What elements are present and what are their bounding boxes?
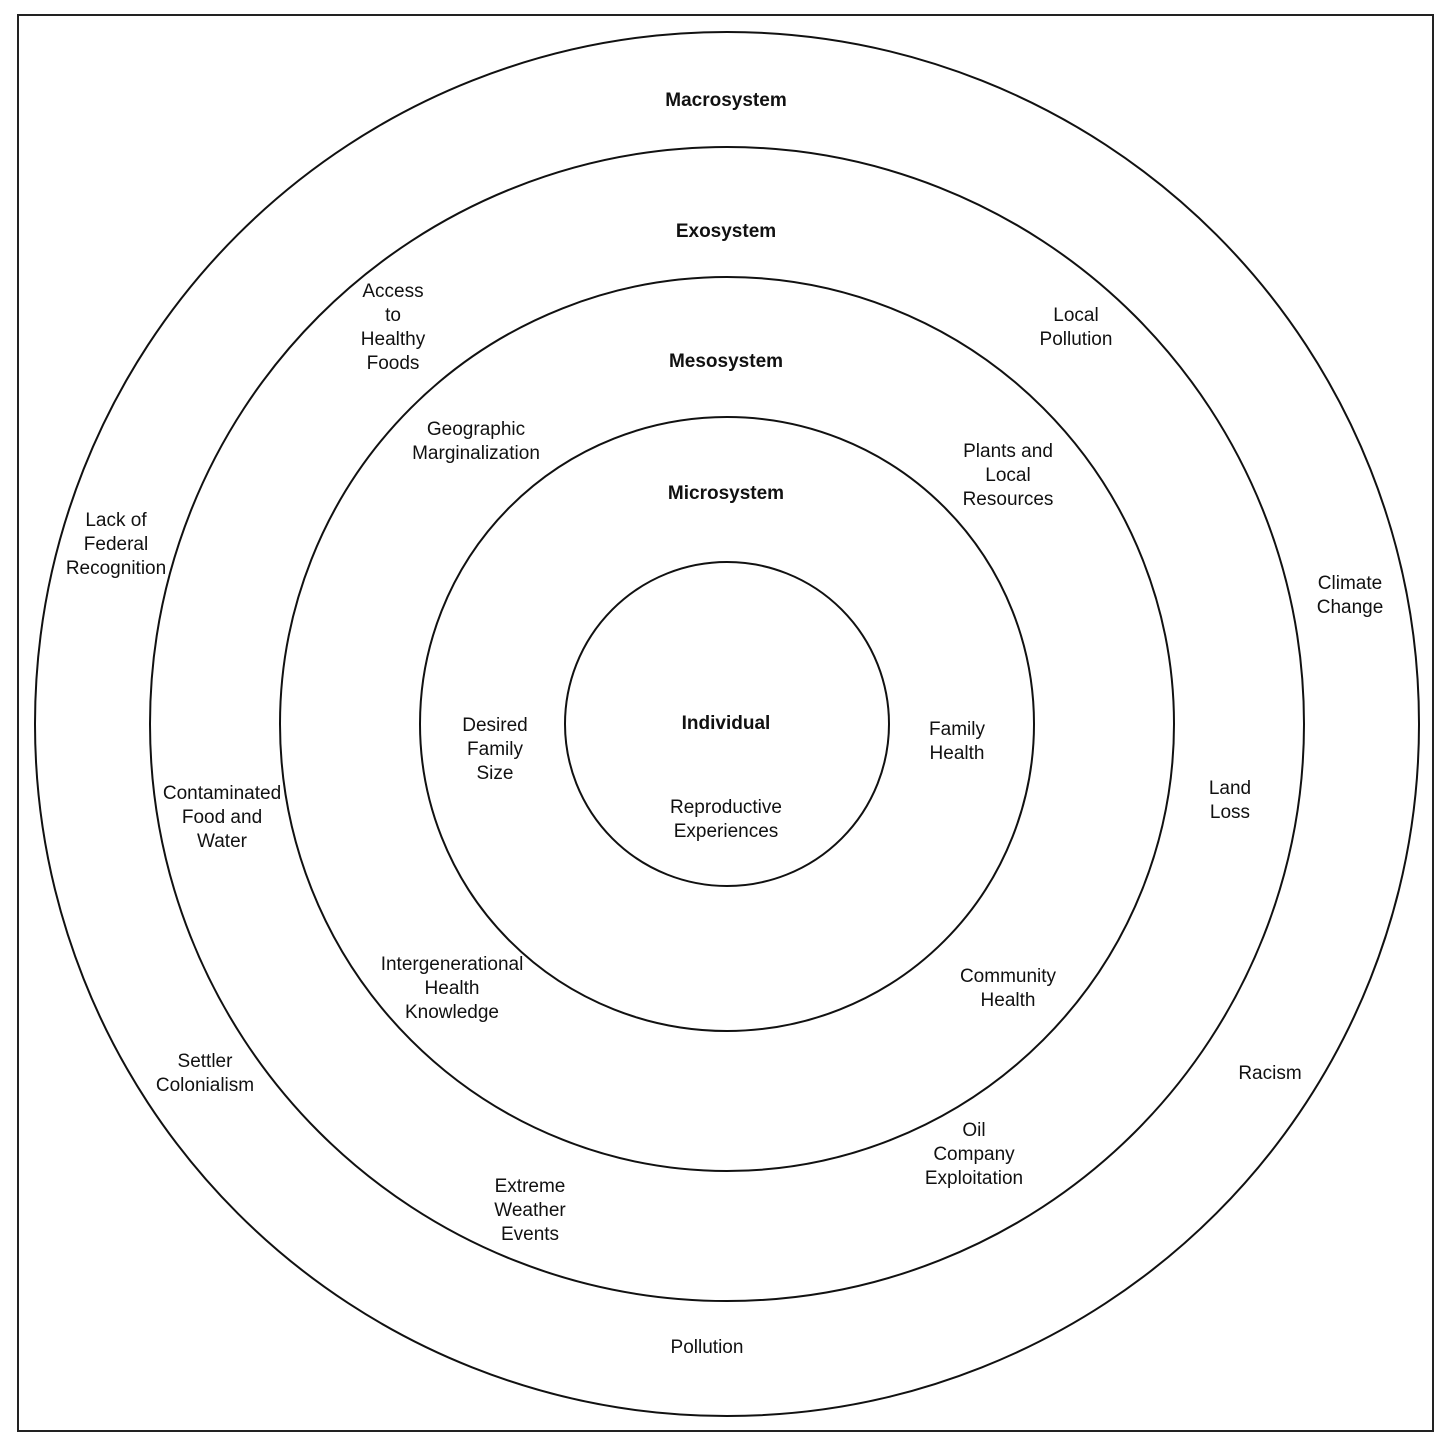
exosystem-item-extreme-weather-events: Extreme Weather Events: [494, 1176, 566, 1245]
macrosystem-item-settler-colonialism: Settler Colonialism: [155, 1051, 255, 1096]
ring-exosystem: [149, 146, 1305, 1302]
mesosystem-item-geographic-marginalization: Geographic Marginalization: [412, 419, 540, 464]
mesosystem-title: Mesosystem: [668, 351, 784, 372]
ring-individual: [564, 561, 890, 887]
macrosystem-item-pollution: Pollution: [670, 1337, 744, 1358]
microsystem-item-family-health: Family Health: [929, 719, 985, 764]
individual-item-reproductive-experiences: Reproductive Experiences: [670, 797, 782, 842]
exosystem-item-contaminated-food-water: Contaminated Food and Water: [162, 783, 282, 852]
mesosystem-item-intergenerational-health-knowledge: Intergenerational Health Knowledge: [380, 954, 524, 1023]
ring-macrosystem: [34, 31, 1420, 1417]
ring-mesosystem: [279, 276, 1175, 1172]
individual-title: Individual: [681, 713, 771, 734]
macrosystem-title: Macrosystem: [665, 90, 787, 111]
macrosystem-item-climate-change: Climate Change: [1316, 573, 1384, 618]
exosystem-title: Exosystem: [675, 221, 777, 242]
microsystem-title: Microsystem: [667, 483, 785, 504]
microsystem-item-desired-family-size: Desired Family Size: [462, 715, 528, 784]
exosystem-item-land-loss: Land Loss: [1208, 778, 1252, 823]
exosystem-item-local-pollution: Local Pollution: [1039, 305, 1113, 350]
macrosystem-item-racism: Racism: [1238, 1063, 1302, 1084]
mesosystem-item-community-health: Community Health: [959, 966, 1057, 1011]
diagram-frame: [17, 14, 1434, 1432]
ring-microsystem: [419, 416, 1035, 1032]
macrosystem-item-lack-federal-recognition: Lack of Federal Recognition: [65, 510, 167, 579]
exosystem-item-oil-company-exploitation: Oil Company Exploitation: [924, 1120, 1024, 1189]
exosystem-item-access-healthy-foods: Access to Healthy Foods: [360, 281, 426, 374]
mesosystem-item-plants-local-resources: Plants and Local Resources: [962, 441, 1054, 510]
